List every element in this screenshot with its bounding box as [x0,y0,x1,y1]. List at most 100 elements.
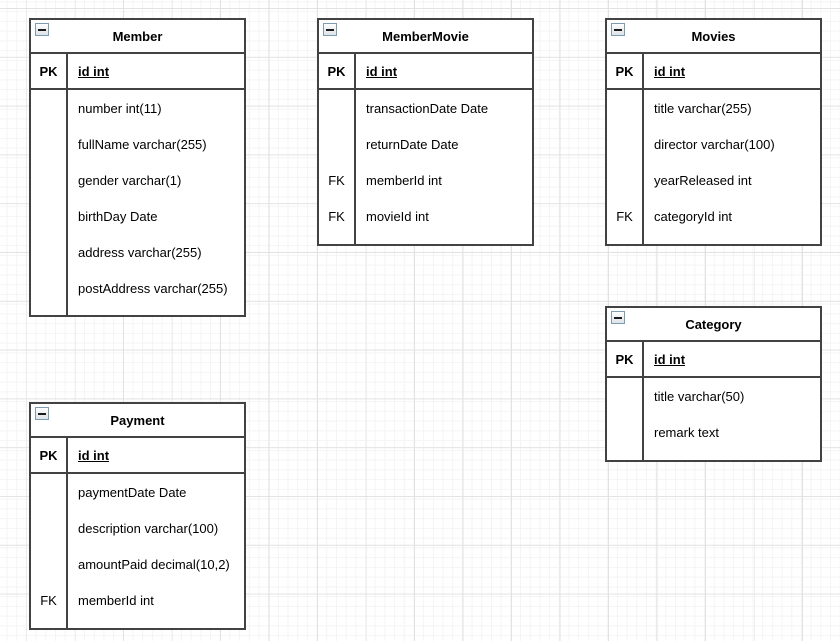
table-title: Payment [110,412,165,428]
attribute-label: director varchar(100) [654,136,775,152]
key-cell [31,546,66,582]
table-header[interactable]: Movies [607,20,820,54]
attribute-label: title varchar(50) [654,388,745,404]
attribute-label: movieId int [366,208,429,224]
pk-row[interactable]: PK id int [319,54,532,90]
attribute-row[interactable]: address varchar(255) [31,234,244,270]
table-rows: PK id int title varchar(255) director varch… [607,54,820,234]
collapse-icon[interactable] [35,407,49,420]
collapse-icon[interactable] [611,311,625,324]
column-divider [66,438,68,628]
table-header[interactable]: Payment [31,404,244,438]
attribute-row[interactable]: fullName varchar(255) [31,126,244,162]
key-cell: FK [328,208,345,224]
attribute-row[interactable]: number int(11) [31,90,244,126]
attribute-row[interactable]: remark text [607,414,820,450]
pk-row[interactable]: PK id int [31,438,244,474]
minus-glyph [38,412,46,415]
attribute-label: memberId int [366,172,442,188]
attribute-label: categoryId int [654,208,733,224]
key-cell [31,198,66,234]
attribute-row[interactable]: director varchar(100) [607,126,820,162]
attribute-label: id int [78,447,110,463]
attribute-label: returnDate Date [366,136,459,152]
attribute-label: birthDay Date [78,208,158,224]
attribute-row[interactable]: gender varchar(1) [31,162,244,198]
key-cell: PK [615,63,634,79]
key-cell [31,234,66,270]
attribute-row[interactable]: yearReleased int [607,162,820,198]
column-divider [642,342,644,460]
attribute-row[interactable]: FK categoryId int [607,198,820,234]
attribute-label: amountPaid decimal(10,2) [78,556,230,572]
attribute-row[interactable]: returnDate Date [319,126,532,162]
attribute-row[interactable]: amountPaid decimal(10,2) [31,546,244,582]
attribute-row[interactable]: FK memberId int [319,162,532,198]
key-cell: PK [615,351,634,367]
key-cell [607,414,642,450]
key-cell [607,126,642,162]
attribute-label: paymentDate Date [78,484,187,500]
attribute-label: id int [366,63,398,79]
attribute-row[interactable]: postAddress varchar(255) [31,270,244,306]
attribute-label: remark text [654,424,720,440]
attribute-label: id int [654,63,686,79]
entity-table-movies[interactable]: Movies PK id int title varchar(255) directo… [605,18,822,246]
key-cell [319,90,354,126]
key-cell [31,126,66,162]
key-cell: FK [40,592,57,608]
attribute-label: id int [78,63,110,79]
table-title: Movies [691,28,736,44]
attribute-row[interactable]: FK movieId int [319,198,532,234]
attribute-label: fullName varchar(255) [78,136,207,152]
column-divider [66,54,68,315]
table-title: MemberMovie [382,28,469,44]
attribute-row[interactable]: paymentDate Date [31,474,244,510]
attribute-label: description varchar(100) [78,520,219,536]
collapse-icon[interactable] [323,23,337,36]
key-cell [31,162,66,198]
table-header[interactable]: Category [607,308,820,342]
key-cell: FK [616,208,633,224]
attribute-row[interactable]: title varchar(50) [607,378,820,414]
attribute-label: postAddress varchar(255) [78,280,228,296]
attribute-label: title varchar(255) [654,100,752,116]
key-cell [607,162,642,198]
key-cell [31,90,66,126]
entity-table-payment[interactable]: Payment PK id int paymentDate Date descript… [29,402,246,630]
attribute-row[interactable]: birthDay Date [31,198,244,234]
attribute-row[interactable]: transactionDate Date [319,90,532,126]
minus-glyph [614,316,622,319]
key-cell: PK [327,63,346,79]
attribute-label: gender varchar(1) [78,172,182,188]
key-cell [607,90,642,126]
key-cell: PK [39,447,58,463]
table-header[interactable]: MemberMovie [319,20,532,54]
table-rows: PK id int paymentDate Date description varc… [31,438,244,618]
attribute-row[interactable]: title varchar(255) [607,90,820,126]
key-cell: FK [328,172,345,188]
entity-table-membermovie[interactable]: MemberMovie PK id int transactionDate Date… [317,18,534,246]
attribute-label: transactionDate Date [366,100,489,116]
table-body: PK id int title varchar(255) director varch… [607,54,820,244]
attribute-label: number int(11) [78,100,162,116]
collapse-icon[interactable] [611,23,625,36]
table-rows: PK id int transactionDate Date returnDate D… [319,54,532,234]
table-title: Member [112,28,163,44]
key-cell [31,510,66,546]
table-header[interactable]: Member [31,20,244,54]
collapse-icon[interactable] [35,23,49,36]
table-body: PK id int paymentDate Date description varc… [31,438,244,628]
attribute-row[interactable]: description varchar(100) [31,510,244,546]
attribute-label: yearReleased int [654,172,752,188]
pk-row[interactable]: PK id int [607,54,820,90]
